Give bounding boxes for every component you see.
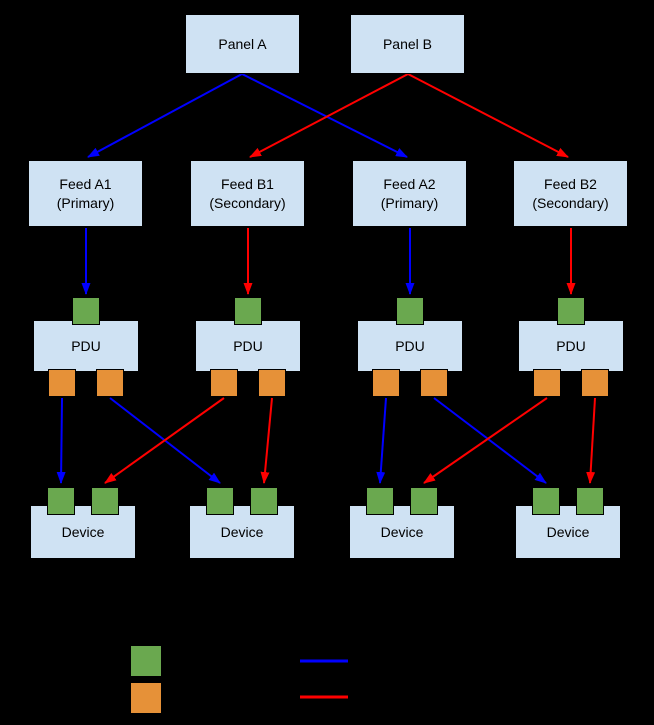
- device-node-2: Device: [189, 505, 295, 559]
- edge-panel-a-feed-a2: [241, 73, 408, 158]
- legend-input-port-swatch: [130, 645, 162, 677]
- edge-panel-b-feed-b2: [407, 73, 569, 158]
- edge-panel-b-feed-b1: [249, 73, 409, 158]
- device-1-label: Device: [61, 523, 105, 540]
- pdu-node-4: PDU: [518, 320, 624, 372]
- pdu-node-1: PDU: [33, 320, 139, 372]
- device-3-label: Device: [380, 523, 424, 540]
- feed-b2-node: Feed B2 (Secondary): [513, 160, 628, 227]
- pdu-2-label: PDU: [233, 337, 263, 354]
- feed-b1-name: Feed B1: [221, 176, 274, 193]
- edge-pdu2-out1-device1: [104, 397, 225, 484]
- edge-pdu2-out2-device2: [260, 397, 273, 484]
- pdu-1-output-port-1: [48, 369, 76, 397]
- pdu-3-output-port-2: [420, 369, 448, 397]
- feed-a1-name: Feed A1: [59, 176, 112, 193]
- panel-a-label: Panel A: [218, 35, 267, 52]
- pdu-3-input-port: [396, 297, 424, 325]
- device-3-input-port-2: [410, 487, 438, 515]
- edge-pdu4-out2-device4: [586, 397, 596, 484]
- edge-pdu4-out1-device3: [423, 397, 548, 484]
- pdu-3-output-port-1: [372, 369, 400, 397]
- pdu-2-input-port: [234, 297, 262, 325]
- device-1-input-port-2: [91, 487, 119, 515]
- feed-a2-node: Feed A2 (Primary): [352, 160, 467, 227]
- device-2-input-port-2: [250, 487, 278, 515]
- panel-b-label: Panel B: [382, 35, 433, 52]
- pdu-4-input-port: [557, 297, 585, 325]
- panel-a-node: Panel A: [185, 14, 300, 74]
- legend-output-port-swatch: [130, 682, 162, 714]
- device-node-1: Device: [30, 505, 136, 559]
- device-node-4: Device: [515, 505, 621, 559]
- pdu-node-3: PDU: [357, 320, 463, 372]
- device-4-input-port-2: [576, 487, 604, 515]
- pdu-1-input-port: [72, 297, 100, 325]
- feed-b1-node: Feed B1 (Secondary): [190, 160, 305, 227]
- feed-a1-node: Feed A1 (Primary): [28, 160, 143, 227]
- feed-a2-name: Feed A2: [383, 176, 436, 193]
- feed-a1-role: (Primary): [56, 194, 115, 211]
- pdu-3-label: PDU: [395, 337, 425, 354]
- edge-panel-a-feed-a1: [87, 73, 243, 158]
- panel-b-node: Panel B: [350, 14, 465, 74]
- device-1-input-port-1: [47, 487, 75, 515]
- device-4-input-port-1: [532, 487, 560, 515]
- feed-b2-role: (Secondary): [532, 194, 609, 211]
- pdu-1-label: PDU: [71, 337, 101, 354]
- pdu-1-output-port-2: [96, 369, 124, 397]
- edge-pdu1-out1-device1: [56, 397, 66, 484]
- device-4-label: Device: [546, 523, 590, 540]
- feed-b1-role: (Secondary): [209, 194, 286, 211]
- pdu-2-output-port-2: [258, 369, 286, 397]
- device-2-label: Device: [220, 523, 264, 540]
- edge-pdu3-out1-device3: [376, 397, 387, 484]
- pdu-4-label: PDU: [556, 337, 586, 354]
- device-node-3: Device: [349, 505, 455, 559]
- feed-b2-name: Feed B2: [544, 176, 597, 193]
- device-3-input-port-1: [366, 487, 394, 515]
- pdu-2-output-port-1: [210, 369, 238, 397]
- feed-a2-role: (Primary): [380, 194, 439, 211]
- pdu-node-2: PDU: [195, 320, 301, 372]
- pdu-4-output-port-2: [581, 369, 609, 397]
- device-2-input-port-1: [206, 487, 234, 515]
- edge-pdu3-out2-device4: [433, 397, 547, 484]
- pdu-4-output-port-1: [533, 369, 561, 397]
